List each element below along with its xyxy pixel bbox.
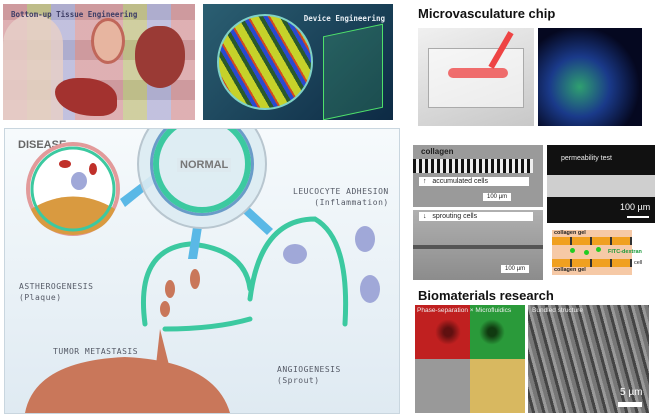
leucocyte-title: LEUCOCYTE ADHESION — [293, 187, 389, 196]
vessel-fluorescence-image — [538, 28, 642, 126]
up-arrow-icon: ↑ — [423, 178, 427, 185]
permeability-label: permeability test — [561, 155, 612, 162]
tumor-label: TUMOR METASTASIS — [53, 347, 139, 356]
biomaterials-title: Biomaterials research — [418, 288, 554, 303]
leucocyte-label: LEUCOCYTE ADHESION (Inflammation) — [293, 186, 389, 208]
accumulated-label: accumulated cells — [432, 178, 488, 185]
down-arrow-icon: ↓ — [423, 213, 427, 220]
scale-label-2: 100 µm — [505, 266, 526, 272]
permeability-image: permeability test 100 µm — [547, 145, 655, 223]
tumor-mass — [25, 357, 230, 413]
dextran-label: FITC-dextran — [608, 249, 642, 255]
sprouting-image: ↓ sprouting cells 100 µm — [413, 210, 543, 280]
sprouting-label: sprouting cells — [432, 213, 478, 220]
permeability-diagram: collagen gel FITC-dextran cell collagen … — [550, 230, 646, 278]
microvasculature-title: Microvasculature chip — [418, 6, 556, 21]
athero-label: ASTHEROGENESIS (Plaque) — [19, 281, 93, 303]
disease-illustration — [25, 142, 380, 413]
scale-box-1: 100 µm — [483, 193, 512, 201]
scale-label-5um: 5 µm — [620, 387, 643, 398]
scale-box-2: 100 µm — [501, 265, 530, 273]
tissue-engineering-title: Bottom-up Tissue Engineering — [11, 10, 138, 19]
bundled-structure-image: Bundled structure 5 µm — [528, 305, 649, 413]
chip-photo — [418, 28, 534, 126]
collagen-image: collagen ↑ accumulated cells 100 µm — [413, 145, 543, 207]
heart-illustration — [135, 26, 185, 88]
athero-title: ASTHEROGENESIS — [19, 282, 94, 291]
gel-bottom-label: collagen gel — [554, 267, 586, 273]
device-engineering-panel: Device Engineering — [203, 4, 393, 120]
normal-label: NORMAL — [177, 158, 232, 172]
kidney-illustration — [91, 18, 125, 64]
collagen-label: collagen — [421, 147, 454, 156]
angio-sub: (Sprout) — [277, 376, 320, 385]
bundled-label: Bundled structure — [532, 307, 583, 314]
athero-sub: (Plaque) — [19, 293, 62, 302]
disease-panel: DISEASE NORMAL LEUCOCYTE ADHESION(Inflam… — [4, 128, 400, 414]
angio-label: ANGIOGENESIS (Sprout) — [277, 364, 341, 386]
human-body-illustration — [3, 14, 63, 120]
cell-label: cell — [634, 260, 643, 266]
device-engineering-title: Device Engineering — [303, 14, 385, 23]
accumulated-cells-box: ↑ accumulated cells — [419, 177, 529, 186]
fluorescence-zoom-circle — [217, 14, 313, 110]
gel-top-label: collagen gel — [554, 230, 586, 236]
tissue-engineering-panel: Bottom-up Tissue Engineering — [3, 4, 195, 120]
sprout-vessels — [141, 216, 349, 332]
angio-title: ANGIOGENESIS — [277, 365, 341, 374]
phase-separation-grid: Phase-separation × Microfluidics — [415, 305, 525, 413]
tumor-cells — [25, 269, 230, 413]
microfluidic-device — [323, 23, 383, 120]
phase-separation-label: Phase-separation × Microfluidics — [417, 307, 512, 314]
leucocyte-sub: (Inflammation) — [314, 198, 389, 207]
sprouting-cells-box: ↓ sprouting cells — [419, 212, 533, 221]
scale-label-1: 100 µm — [487, 194, 508, 200]
scale-label-3: 100 µm — [620, 202, 651, 212]
